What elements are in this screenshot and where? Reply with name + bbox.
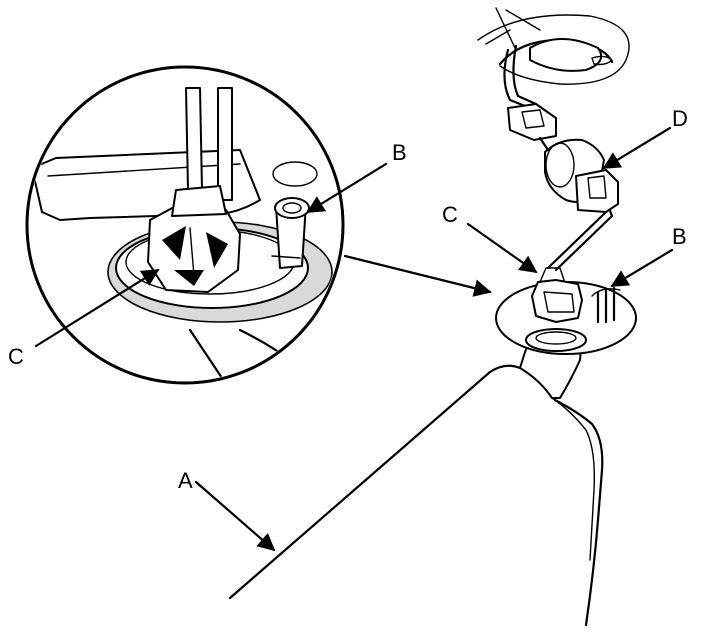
callout-a: A <box>178 468 193 493</box>
body-grommet-upper <box>477 7 630 152</box>
detail-view <box>25 65 345 385</box>
callout-c-detail: C <box>8 344 24 369</box>
fuel-tank-body <box>228 364 604 627</box>
callout-b-main: B <box>672 224 687 249</box>
connector-d <box>544 138 619 213</box>
callout-c-main: C <box>442 202 458 227</box>
callout-d: D <box>672 106 688 131</box>
callout-b-detail: B <box>392 140 407 165</box>
leader-lines <box>34 126 674 552</box>
fuel-pump-flange <box>495 267 637 399</box>
detail-arrow <box>343 254 492 297</box>
